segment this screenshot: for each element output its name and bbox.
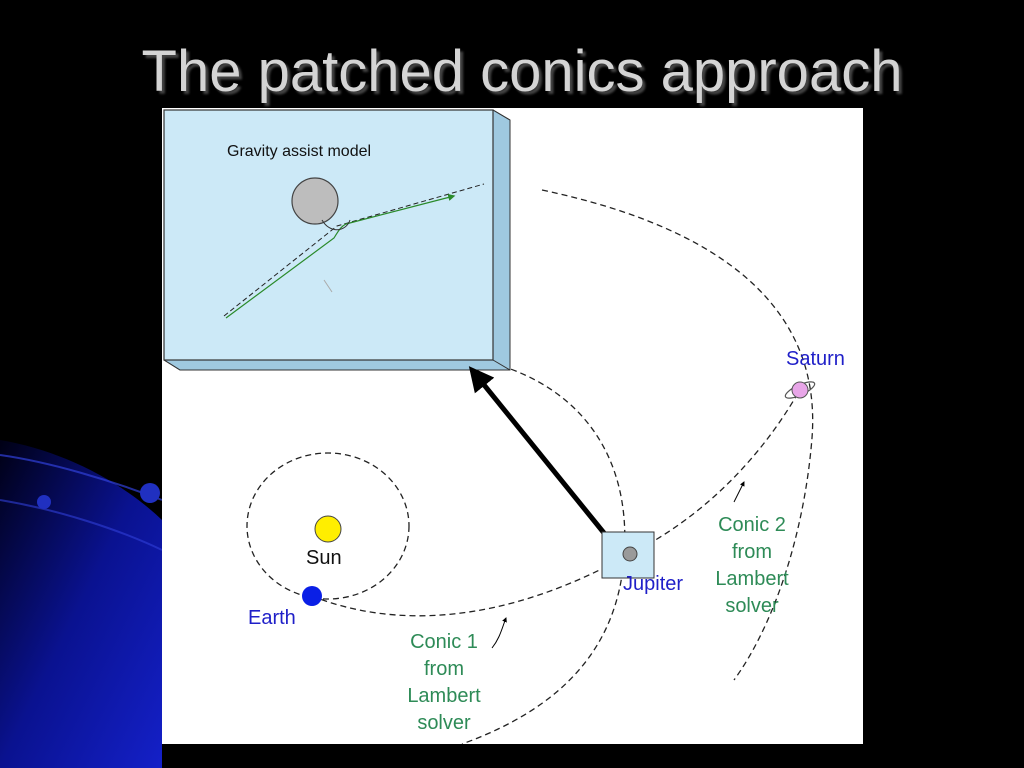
- conic2-line: Lambert: [715, 568, 789, 590]
- conic2-line: from: [732, 541, 772, 563]
- jupiter-planet: [622, 546, 638, 562]
- saturn-orbit: [541, 189, 814, 681]
- conic1-line: Conic 1: [410, 631, 478, 653]
- faint-tick: [323, 279, 333, 293]
- sun-label: Sun: [306, 547, 342, 569]
- deflection-angle-arc: [321, 219, 351, 231]
- saturn-label: Saturn: [786, 348, 845, 370]
- sun-icon: [314, 515, 342, 543]
- conic1-line: solver: [417, 712, 471, 734]
- earth-orbit: [246, 452, 410, 600]
- zoom-arrow: [468, 366, 606, 535]
- saturn-planet: [784, 381, 816, 399]
- conic2-line: Conic 2: [718, 514, 786, 536]
- jupiter-label: Jupiter: [623, 573, 683, 595]
- conic1-pointer-arrow: [491, 617, 507, 649]
- slide-title: The patched conics approach: [141, 39, 903, 104]
- conic1-label: Conic 1 from Lambert solver: [407, 631, 481, 734]
- patched-conics-diagram: Gravity assist model Sun Earth Jupiter S…: [163, 109, 845, 744]
- diagram-panel: Gravity assist model Sun Earth Jupiter S…: [162, 108, 863, 744]
- conic2-pointer-arrow: [733, 481, 745, 503]
- conic2-line: solver: [725, 595, 779, 617]
- earth-planet: [302, 586, 322, 606]
- flyby-planet: [291, 177, 339, 225]
- conic1-line: from: [424, 658, 464, 680]
- swirl-dot: [140, 483, 160, 503]
- conic2-transfer-arc: [629, 385, 803, 555]
- jupiter-orbit: [461, 362, 626, 744]
- asymptote-lines: [223, 183, 485, 317]
- gravity-assist-inset: [163, 109, 511, 371]
- earth-label: Earth: [248, 607, 296, 629]
- conic1-transfer-arc: [311, 553, 631, 617]
- conic2-label: Conic 2 from Lambert solver: [715, 514, 789, 617]
- flyby-trajectory: [225, 193, 456, 319]
- inset-title: Gravity assist model: [227, 143, 371, 160]
- swirl-dot: [37, 495, 51, 509]
- conic1-line: Lambert: [407, 685, 481, 707]
